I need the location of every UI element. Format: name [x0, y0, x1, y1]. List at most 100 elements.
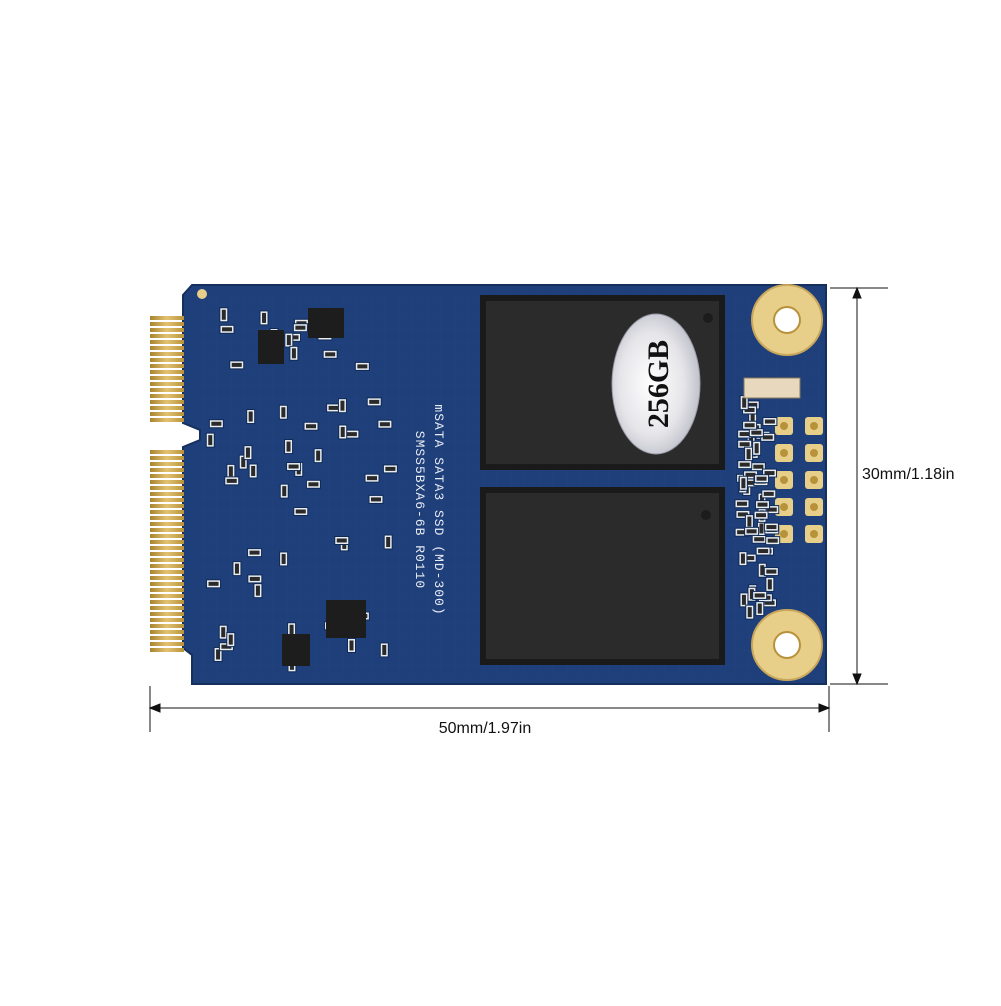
smd-component-body: [349, 640, 354, 651]
smd-component-body: [747, 402, 758, 407]
gold-contact: [150, 346, 184, 350]
gold-contact: [150, 498, 184, 502]
smd-component-body: [744, 556, 755, 561]
smd-component-body: [756, 513, 767, 518]
smd-component-body: [231, 362, 242, 367]
capacitor-large: [743, 377, 801, 399]
gold-contacts-upper: [150, 316, 184, 422]
smd-component-body: [208, 435, 213, 446]
gold-contact: [150, 316, 184, 320]
smd-component-body: [743, 480, 754, 485]
smd-component-body: [745, 472, 756, 477]
smd-component-body: [386, 537, 391, 548]
capacity-sticker-text: 256GB: [642, 340, 675, 428]
smd-component-body: [289, 624, 294, 635]
smd-component-body: [754, 443, 759, 454]
smd-component-body: [741, 594, 746, 605]
smd-component-body: [249, 550, 260, 555]
smd-component-body: [767, 579, 772, 590]
smd-component-body: [382, 644, 387, 655]
smd-component-body: [369, 399, 380, 404]
smd-component-body: [357, 364, 368, 369]
smd-component-body: [757, 502, 768, 507]
smd-component-body: [744, 407, 755, 412]
smd-component-body: [221, 309, 226, 320]
smd-component-body: [753, 464, 764, 469]
smd-component-body: [747, 607, 752, 618]
mount-pad-bottom: [751, 609, 823, 681]
gold-contact: [150, 322, 184, 326]
gold-contact: [150, 334, 184, 338]
smd-component-body: [759, 523, 764, 534]
flash-chip-lower: [480, 487, 725, 665]
pin-hole: [780, 476, 788, 484]
smd-component-body: [255, 585, 260, 596]
smd-component-body: [737, 512, 748, 517]
pin-hole: [810, 530, 818, 538]
smd-component-body: [282, 486, 287, 497]
height-dimension: [830, 286, 888, 686]
smd-component-body: [739, 432, 750, 437]
gold-contact: [150, 468, 184, 472]
controller-ic-mid: [258, 330, 284, 364]
smd-component-body: [281, 553, 286, 564]
smd-component-body: [325, 352, 336, 357]
gold-contact: [150, 600, 184, 604]
gold-contact: [150, 618, 184, 622]
smd-component-body: [228, 466, 233, 477]
smd-component-body: [767, 538, 778, 543]
smd-component-body: [306, 424, 317, 429]
smd-component-body: [245, 447, 250, 458]
smd-component-body: [295, 509, 306, 514]
gold-contact: [150, 370, 184, 374]
gold-contact: [150, 340, 184, 344]
smd-component-body: [740, 553, 745, 564]
gold-contact: [150, 358, 184, 362]
gold-contact: [150, 564, 184, 568]
gold-contact: [150, 504, 184, 508]
smd-component-body: [750, 413, 755, 424]
gold-contact: [150, 630, 184, 634]
smd-component-body: [370, 497, 381, 502]
gold-contact: [150, 534, 184, 538]
gold-contact: [150, 382, 184, 386]
smd-component-body: [288, 464, 299, 469]
gold-contact: [150, 406, 184, 410]
gold-contact: [150, 624, 184, 628]
smd-component-body: [766, 569, 777, 574]
smd-component-body: [747, 516, 752, 527]
smd-component-body: [211, 421, 222, 426]
smd-component-body: [764, 600, 775, 605]
width-dimension: [148, 686, 831, 732]
gold-contact: [150, 450, 184, 454]
regulator-ic-small: [282, 634, 310, 666]
gold-contact: [150, 474, 184, 478]
smd-component-body: [758, 549, 769, 554]
gold-contact: [150, 412, 184, 416]
smd-component-body: [367, 476, 378, 481]
smd-component-body: [737, 530, 748, 535]
smd-component-body: [234, 563, 239, 574]
gold-contacts-lower: [150, 450, 184, 652]
smd-component-body: [222, 327, 233, 332]
smd-component-body: [739, 442, 750, 447]
pin-hole: [780, 530, 788, 538]
gold-contact: [150, 528, 184, 532]
smd-component-body: [281, 407, 286, 418]
smd-component-body: [744, 423, 755, 428]
corner-via: [197, 289, 207, 299]
gold-contact: [150, 612, 184, 616]
gold-contact: [150, 388, 184, 392]
smd-component-body: [763, 491, 774, 496]
gold-contact: [150, 636, 184, 640]
smd-component-body: [249, 576, 260, 581]
smd-component-body: [766, 507, 777, 512]
pin-hole: [810, 476, 818, 484]
mount-pad-top: [751, 284, 823, 356]
gold-contact: [150, 582, 184, 586]
smd-component-body: [739, 462, 750, 467]
pin-hole: [780, 503, 788, 511]
gold-contact: [150, 462, 184, 466]
gold-contact: [150, 364, 184, 368]
pin-hole: [780, 422, 788, 430]
